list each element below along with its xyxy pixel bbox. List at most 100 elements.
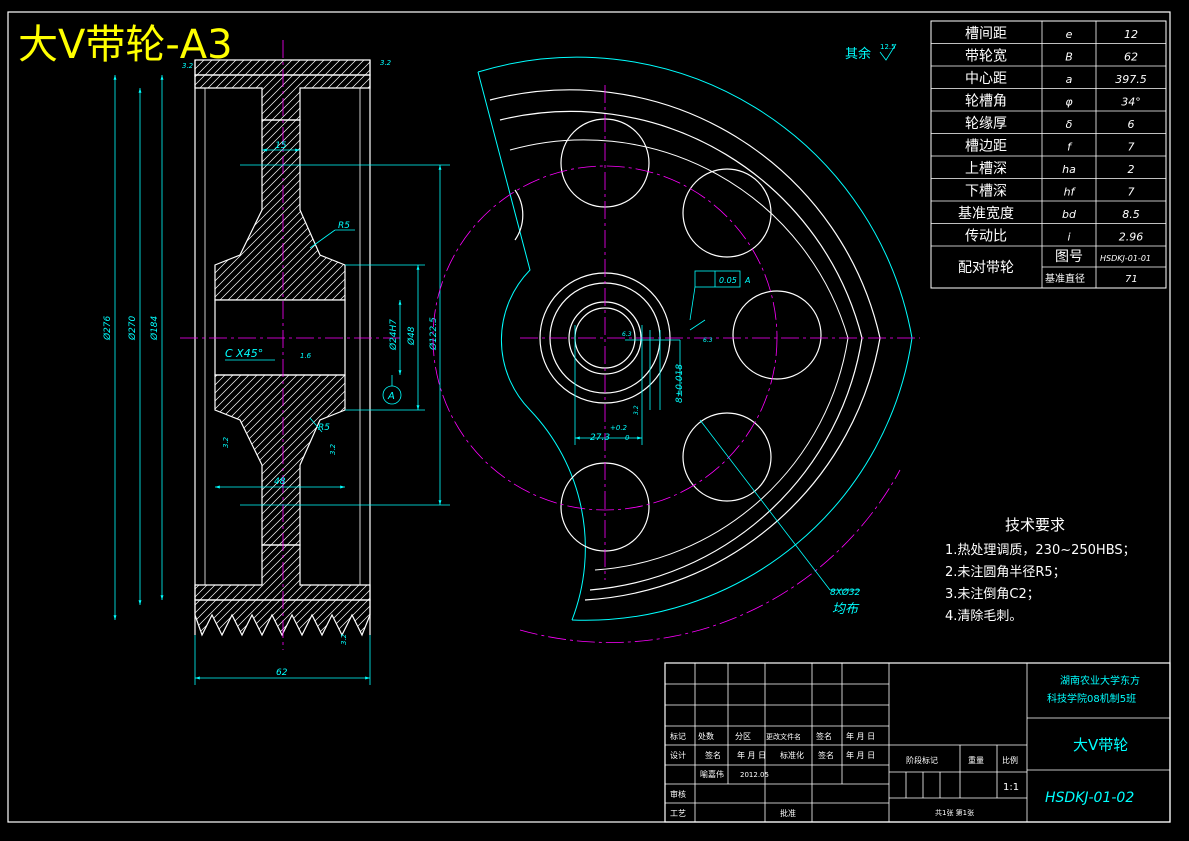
tb-designer: 喻嘉伟 xyxy=(700,769,724,779)
param-symbol-8: hf xyxy=(1064,186,1077,199)
tech-requirements: 技术要求 1.热处理调质，230~250HBS； 2.未注圆角半径R5； 3.未… xyxy=(945,516,1136,624)
rough-32c: 3.2 xyxy=(329,443,337,455)
param-value-7: 2 xyxy=(1128,163,1135,176)
roughness-icon xyxy=(879,43,897,61)
holes-spec: 8XØ32 xyxy=(830,587,861,598)
param-symbol-3: a xyxy=(1066,73,1073,86)
tb-sheets: 共1张 第1张 xyxy=(935,808,974,817)
param-value-2: 62 xyxy=(1124,51,1138,64)
section-grooves-bottom xyxy=(194,599,371,637)
tol-value: 0.05 xyxy=(719,276,737,285)
rough-32f: 3.2 xyxy=(633,405,640,415)
mating-datum-label: 基准直径 xyxy=(1045,272,1085,285)
tb-r1-c5: 签名 xyxy=(816,731,832,741)
tb-school-2: 科技学院08机制5班 xyxy=(1047,692,1136,705)
param-value-4: 34° xyxy=(1121,96,1141,109)
param-symbol-4: φ xyxy=(1065,96,1073,109)
tb-r1-c3: 分区 xyxy=(735,732,751,741)
rough-63b: 6.3 xyxy=(703,337,713,344)
tb-r2-c1: 设计 xyxy=(670,750,686,760)
tb-r1-c2: 处数 xyxy=(698,731,714,741)
tech-item-4: 4.清除毛刺。 xyxy=(945,609,1022,624)
tb-school-1: 湖南农业大学东方 xyxy=(1060,674,1140,687)
tb-r2-c5: 签名 xyxy=(818,750,834,760)
dim-kw: 8±0.018 xyxy=(675,364,685,403)
mating-datum-value: 71 xyxy=(1125,274,1138,285)
rough-32a: 3.2 xyxy=(182,62,194,70)
dim-r5a: R5 xyxy=(338,221,350,231)
tb-r2-c4: 标准化 xyxy=(780,750,804,760)
param-symbol-5: δ xyxy=(1066,118,1073,131)
dim-d184: Ø184 xyxy=(149,315,160,341)
surface-finish-label: 其余 xyxy=(845,46,871,62)
param-value-3: 397.5 xyxy=(1115,73,1147,86)
tb-r2-c6: 年 月 日 xyxy=(846,750,875,760)
dim-w48: 48 xyxy=(274,477,286,487)
tb-r2-c2: 签名 xyxy=(705,750,721,760)
section-bore xyxy=(214,299,346,376)
title-block xyxy=(664,662,1171,823)
dim-kd-tol: +0.2 xyxy=(610,424,628,432)
tech-item-2: 2.未注圆角半径R5； xyxy=(945,565,1066,580)
datum-a: A xyxy=(387,391,395,402)
tech-item-1: 1.热处理调质，230~250HBS； xyxy=(945,543,1136,558)
param-name-9: 基准宽度 xyxy=(958,205,1014,222)
tb-scale-label: 比例 xyxy=(1002,755,1018,765)
param-name-1: 槽间距 xyxy=(965,26,1007,42)
tol-datum: A xyxy=(744,276,750,285)
param-symbol-9: bd xyxy=(1062,208,1077,221)
param-value-5: 6 xyxy=(1128,118,1135,131)
param-name-10: 传动比 xyxy=(965,229,1007,245)
surface-finish-value: 12.5 xyxy=(880,43,896,51)
drawing-frame xyxy=(7,11,1171,823)
param-name-4: 轮槽角 xyxy=(965,94,1007,110)
section-grooves-top xyxy=(194,59,371,76)
tb-approve: 批准 xyxy=(780,808,796,818)
tb-weight: 重量 xyxy=(968,755,984,765)
tb-date: 2012.05 xyxy=(740,771,769,779)
section-rim-top xyxy=(194,74,371,121)
tech-heading: 技术要求 xyxy=(1005,516,1065,534)
param-symbol-2: B xyxy=(1065,51,1073,64)
holes-spec-2: 均布 xyxy=(832,602,860,617)
rough-63a: 6.3 xyxy=(622,331,632,338)
section-rim-bottom xyxy=(194,544,371,601)
dim-chamfer: C X45° xyxy=(225,347,263,360)
mating-drawing-no-label: 图号 xyxy=(1055,249,1083,265)
section-web-bottom xyxy=(214,374,346,546)
section-dimensions xyxy=(113,75,450,685)
rough-16: 1.6 xyxy=(300,352,312,360)
tb-part-name: 大V带轮 xyxy=(1073,736,1128,754)
dim-w15: 15 xyxy=(275,141,287,151)
mating-label: 配对带轮 xyxy=(958,260,1014,276)
param-name-2: 带轮宽 xyxy=(965,48,1007,65)
rough-32d: 3.2 xyxy=(340,633,348,645)
dim-kd: 27.3 xyxy=(590,433,610,443)
rough-32b: 3.2 xyxy=(222,436,230,448)
dim-d276: Ø276 xyxy=(102,315,113,341)
param-name-6: 槽边距 xyxy=(965,139,1007,155)
param-name-3: 中心距 xyxy=(965,71,1007,87)
dim-d24: Ø24H7 xyxy=(388,319,399,351)
tb-check: 审核 xyxy=(670,789,686,799)
dim-d48: Ø48 xyxy=(406,326,417,346)
mating-drawing-no: HSDKJ-01-01 xyxy=(1100,254,1151,263)
dim-w62: 62 xyxy=(276,668,288,678)
dim-d122: Ø122.5 xyxy=(428,317,439,351)
param-symbol-10: i xyxy=(1067,231,1070,244)
tb-r1-c6: 年 月 日 xyxy=(846,731,875,741)
parameter-table xyxy=(930,20,1167,289)
tb-r1-c1: 标记 xyxy=(670,731,686,741)
dim-kd-tol2: 0 xyxy=(625,434,630,442)
param-symbol-6: f xyxy=(1067,141,1073,154)
front-dimensions xyxy=(574,270,860,591)
param-name-8: 下槽深 xyxy=(965,184,1007,200)
tb-scale: 1:1 xyxy=(1003,782,1019,793)
tb-drawing-no: HSDKJ-01-02 xyxy=(1045,790,1134,806)
param-value-6: 7 xyxy=(1128,141,1135,154)
dim-d270: Ø270 xyxy=(127,315,138,341)
param-symbol-7: ha xyxy=(1062,163,1076,176)
section-view xyxy=(180,40,400,650)
param-value-8: 7 xyxy=(1128,186,1135,199)
